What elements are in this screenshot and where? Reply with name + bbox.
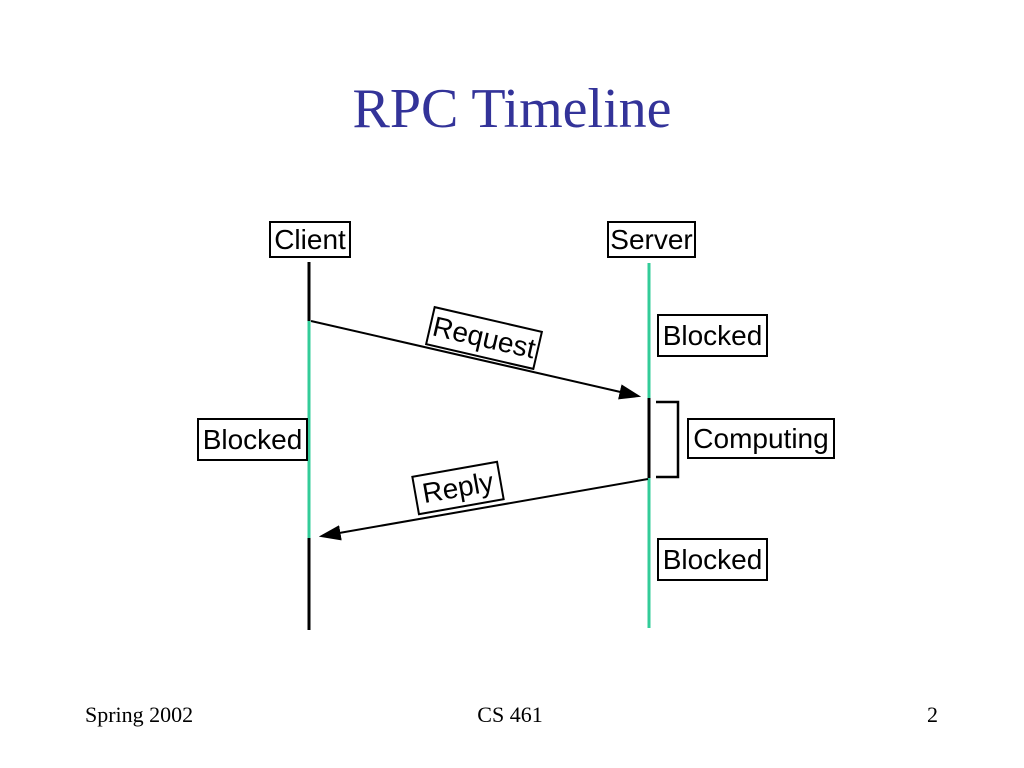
server-computing-label: Computing <box>687 418 835 459</box>
server-lifeline-label: Server <box>607 221 696 258</box>
slide-title: RPC Timeline <box>352 78 672 140</box>
reply-arrow <box>318 478 649 541</box>
client-blocked-label: Blocked <box>197 418 308 461</box>
footer-course: CS 461 <box>477 702 543 727</box>
computing-bracket <box>656 400 680 479</box>
request-arrow <box>310 320 642 400</box>
server-blocked-lower-label: Blocked <box>657 538 768 581</box>
server-blocked-upper-label: Blocked <box>657 314 768 357</box>
client-lifeline-label: Client <box>269 221 351 258</box>
footer-semester: Spring 2002 <box>85 702 194 727</box>
footer-page-number: 2 <box>927 702 938 727</box>
